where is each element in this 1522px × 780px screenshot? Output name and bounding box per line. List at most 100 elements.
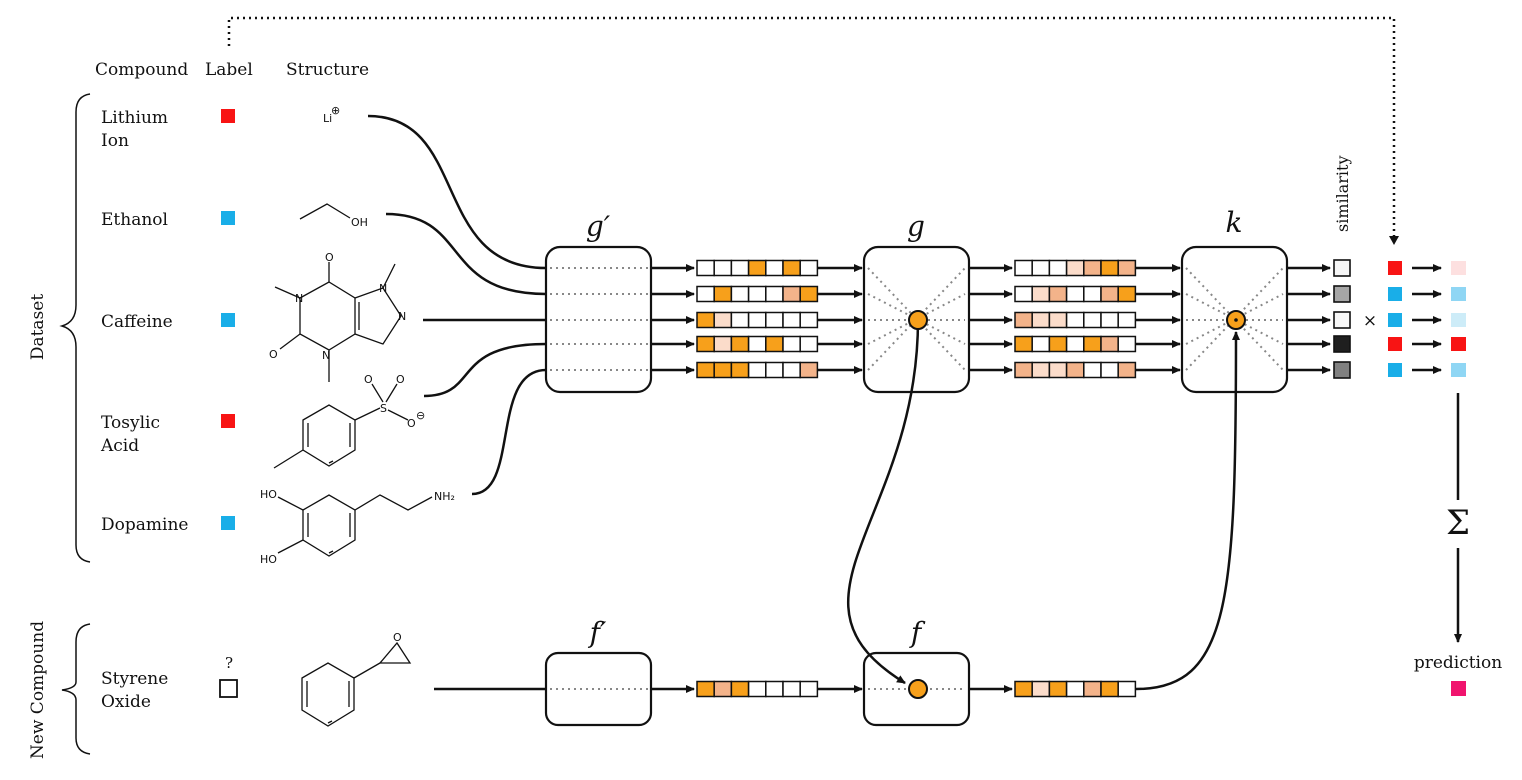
gprime-embedding-0-cell	[713, 259, 733, 277]
g-embedding-4-cell	[1014, 361, 1033, 379]
g-embedding-2-cell	[1014, 311, 1033, 329]
dataset-label-square	[1388, 287, 1402, 301]
dataset-label-column	[1388, 261, 1402, 377]
similarity-square	[1333, 259, 1351, 277]
gprime-embedding-2-cell	[713, 311, 733, 329]
dataset-label-square	[1388, 337, 1402, 351]
dataset-label: Dataset	[28, 294, 48, 361]
structure-ethanol: OH	[299, 203, 368, 229]
svg-text:O: O	[364, 373, 373, 386]
similarity-square	[1333, 285, 1351, 303]
g-embedding-2-cell	[1065, 311, 1085, 329]
structure-styrene-oxide: O	[301, 631, 412, 727]
f-embedding-cell	[1048, 680, 1068, 698]
weighted-label-column	[1451, 261, 1466, 377]
g-embedding-0-cell	[1014, 259, 1033, 277]
svg-text:⊖: ⊖	[416, 409, 425, 422]
g-embedding-1-cell	[1065, 285, 1085, 303]
gprime-embedding-3-cell	[696, 335, 715, 353]
gprime-embedding-1-cell	[747, 285, 767, 303]
svg-text:S: S	[380, 402, 387, 415]
g-embedding-3-cell	[1065, 335, 1085, 353]
g-embedding-3-cell	[1031, 335, 1051, 353]
gprime-embedding-4-cell	[765, 361, 784, 379]
label-square-dopamine	[221, 516, 235, 530]
gprime-embedding-3-cell	[713, 335, 733, 353]
gprime-embedding-1-cell	[799, 285, 819, 303]
compound-name-styrene-oxide-line2: Oxide	[101, 692, 151, 712]
svg-text:HO: HO	[260, 553, 277, 566]
f-embedding-cell	[1014, 680, 1033, 698]
gprime-embedding-2-cell	[730, 311, 750, 329]
similarity-square	[1333, 361, 1351, 379]
compound-name-styrene-oxide-line1: Styrene	[101, 669, 168, 689]
module-label-f: f	[909, 616, 926, 649]
label-square-ethanol	[221, 211, 235, 225]
dataset-label-square	[1388, 363, 1402, 377]
module-f-node	[908, 679, 928, 699]
gprime-embedding-3-cell	[730, 335, 750, 353]
svg-text:O: O	[396, 373, 405, 386]
similarity-label: similarity	[1333, 155, 1352, 232]
g-embedding-1-cell	[1117, 285, 1137, 303]
embedding-vectors	[696, 259, 1137, 698]
fprime-embedding-cell	[730, 680, 750, 698]
g-embedding-2-cell	[1100, 311, 1119, 329]
f-embedding-cell	[1100, 680, 1119, 698]
weighted-label-square	[1451, 337, 1466, 351]
gprime-embedding-2-cell	[765, 311, 784, 329]
compound-name-dopamine: Dopamine	[101, 515, 188, 535]
gprime-embedding-1-cell	[713, 285, 733, 303]
svg-text:O: O	[325, 251, 334, 264]
f-embedding-cell	[1117, 680, 1137, 698]
svg-text:O: O	[407, 417, 416, 430]
structure-dopamine: HO HO NH₂	[260, 488, 455, 566]
fprime-embedding-cell	[782, 680, 801, 698]
gprime-embedding-4-cell	[713, 361, 733, 379]
svg-text:⊕: ⊕	[331, 104, 340, 117]
label-square-tosylic-acid	[221, 414, 235, 428]
g-embedding-1-cell	[1031, 285, 1051, 303]
gprime-embedding-3-cell	[765, 335, 784, 353]
module-label-f-prime: f′	[588, 616, 607, 649]
structure-lithium-ion: Li ⊕	[323, 104, 340, 125]
g-embedding-1-cell	[1083, 285, 1102, 303]
gprime-embedding-4-cell	[730, 361, 750, 379]
prediction-square	[1451, 681, 1466, 696]
label-square-caffeine	[221, 313, 235, 327]
similarity-square	[1333, 335, 1351, 353]
gprime-embedding-4-cell	[782, 361, 801, 379]
compound-name-lithium-ion-line2: Ion	[101, 131, 129, 151]
gprime-embedding-3-cell	[782, 335, 801, 353]
g-embedding-1-cell	[1014, 285, 1033, 303]
fprime-embedding-cell	[747, 680, 767, 698]
g-embedding-2-cell	[1117, 311, 1137, 329]
prediction-label: prediction	[1414, 653, 1502, 673]
svg-text:O: O	[393, 631, 402, 644]
flow-arrows	[434, 264, 1462, 693]
new-compound-brace	[61, 623, 91, 755]
g-embedding-2-cell	[1083, 311, 1102, 329]
module-label-g-prime: g′	[586, 210, 611, 243]
f-embedding-cell	[1065, 680, 1085, 698]
svg-text:Li: Li	[323, 112, 332, 125]
gprime-embedding-0-cell	[696, 259, 715, 277]
header-compound: Compound	[95, 60, 188, 80]
weighted-label-square	[1451, 261, 1466, 275]
module-label-g: g	[907, 210, 925, 243]
gprime-embedding-1-cell	[696, 285, 715, 303]
header-label: Label	[205, 60, 253, 80]
compound-name-lithium-ion-line1: Lithium	[101, 108, 168, 128]
g-embedding-3-cell	[1048, 335, 1068, 353]
g-embedding-0-cell	[1100, 259, 1119, 277]
gprime-embedding-1-cell	[730, 285, 750, 303]
gprime-embedding-1-cell	[782, 285, 801, 303]
unknown-label-mark: ?	[225, 654, 233, 672]
dataset-brace	[59, 93, 91, 563]
g-embedding-4-cell	[1083, 361, 1102, 379]
module-g-node	[908, 310, 928, 330]
new-compound-label: New Compound	[28, 621, 48, 759]
g-embedding-3-cell	[1117, 335, 1137, 353]
f-embedding-cell	[1031, 680, 1051, 698]
